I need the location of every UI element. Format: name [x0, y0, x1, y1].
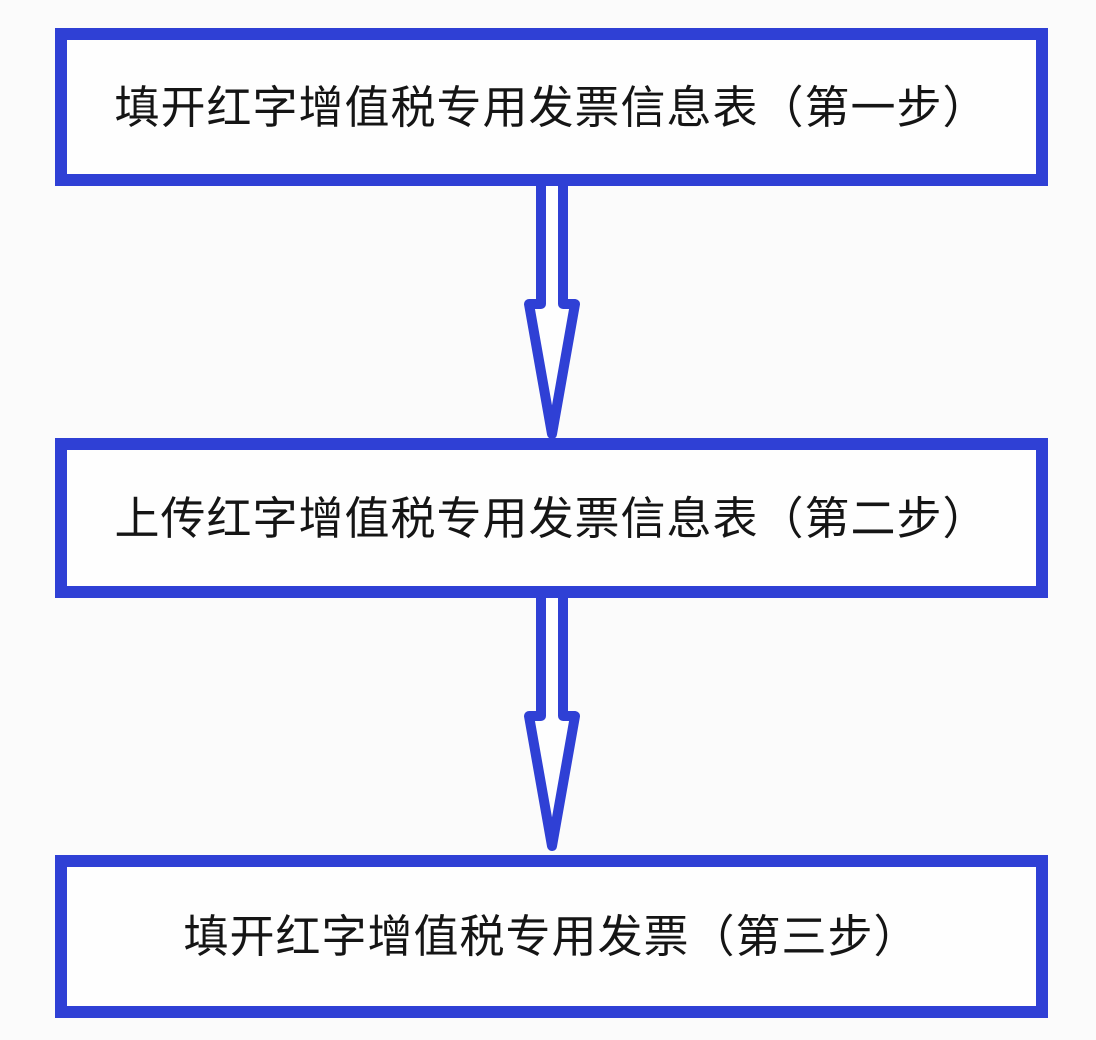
step-3-label: 填开红字增值税专用发票（第三步） — [183, 910, 920, 963]
flow-step-1: 填开红字增值税专用发票信息表（第一步） — [55, 28, 1048, 186]
flow-step-3: 填开红字增值税专用发票（第三步） — [55, 855, 1048, 1018]
step-1-label: 填开红字增值税专用发票信息表（第一步） — [114, 80, 989, 134]
flow-step-2: 上传红字增值税专用发票信息表（第二步） — [55, 438, 1048, 598]
step-2-label: 上传红字增值税专用发票信息表（第二步） — [114, 491, 989, 545]
down-arrow-icon — [524, 186, 580, 439]
down-arrow-icon — [524, 598, 580, 851]
